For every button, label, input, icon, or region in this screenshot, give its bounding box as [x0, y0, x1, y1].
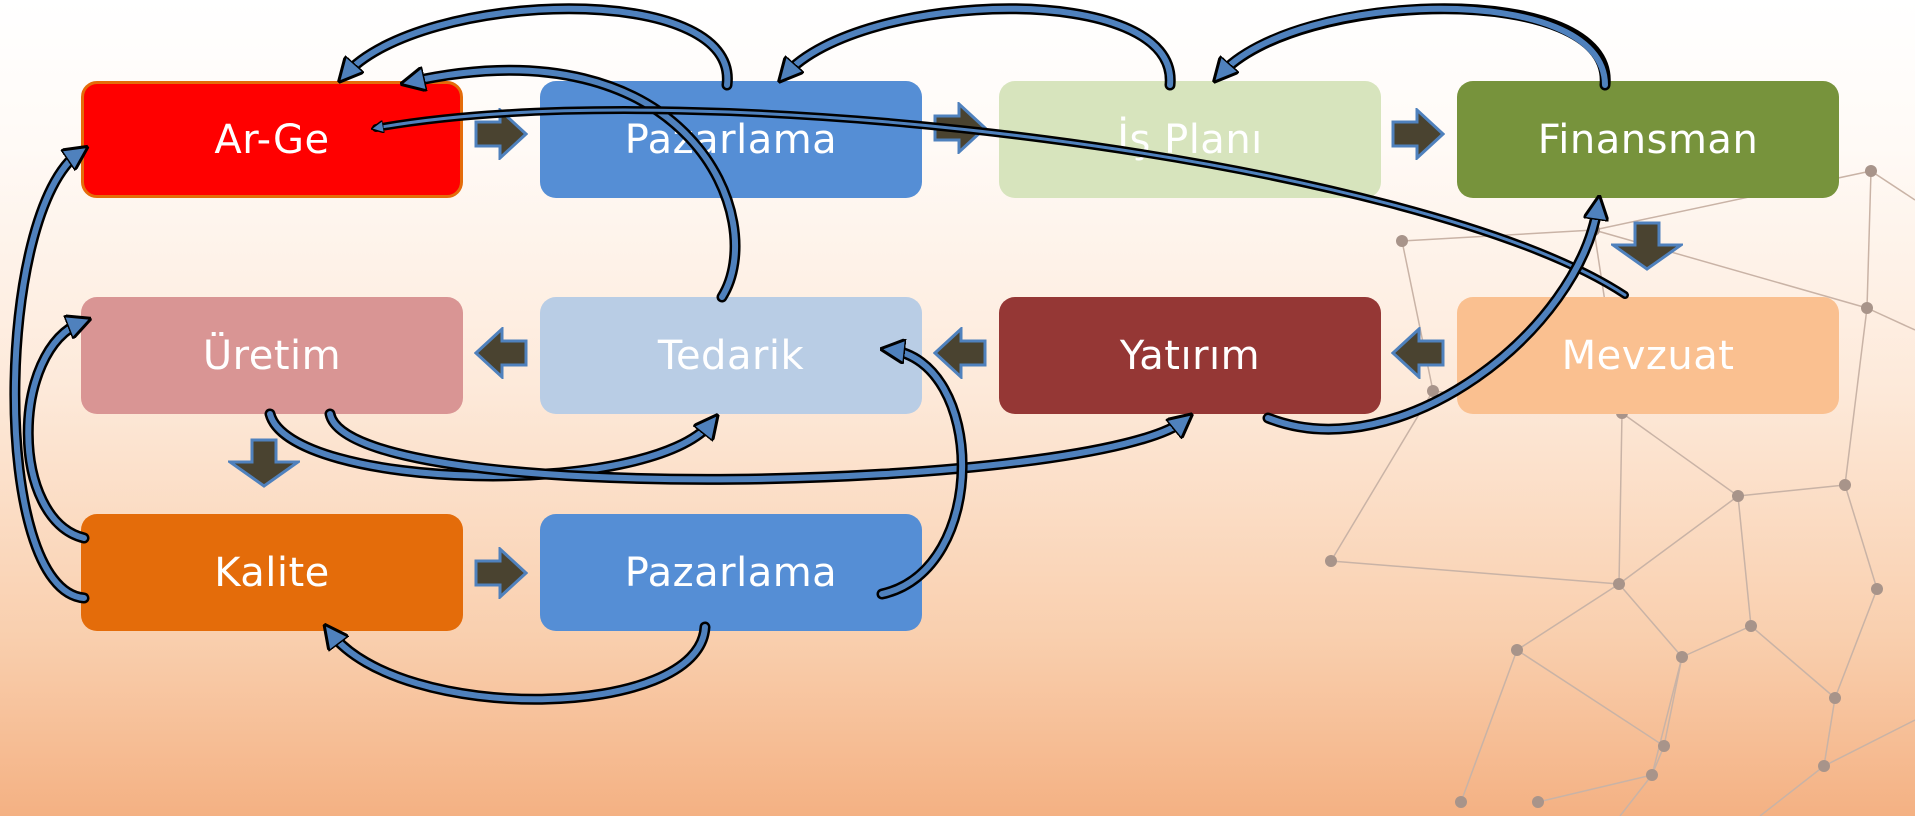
node-pazarlama-top-label: Pazarlama — [624, 116, 838, 163]
node-arge-label: Ar-Ge — [214, 116, 330, 163]
node-arge: Ar-Ge — [81, 81, 463, 198]
node-uretim-label: Üretim — [202, 332, 342, 379]
node-yatirim-label: Yatırım — [1119, 332, 1261, 379]
node-pazarlama-bottom-label: Pazarlama — [624, 549, 838, 596]
node-finansman-label: Finansman — [1537, 116, 1759, 163]
arrow-right-icon — [933, 102, 987, 154]
node-pazarlama-bottom: Pazarlama — [540, 514, 922, 631]
arrow-right-icon — [1391, 108, 1445, 160]
node-tedarik: Tedarik — [540, 297, 922, 414]
node-pazarlama-top: Pazarlama — [540, 81, 922, 198]
node-finansman: Finansman — [1457, 81, 1839, 198]
arrow-down-icon — [228, 438, 300, 488]
node-mevzuat: Mevzuat — [1457, 297, 1839, 414]
arrow-right-icon — [474, 547, 528, 599]
node-is-plani-label: İş Planı — [1117, 116, 1263, 163]
node-tedarik-label: Tedarik — [657, 332, 805, 379]
arrow-right-icon — [474, 108, 528, 160]
arrow-down-icon — [1611, 221, 1683, 271]
node-is-plani: İş Planı — [999, 81, 1381, 198]
node-mevzuat-label: Mevzuat — [1561, 332, 1735, 379]
node-yatirim: Yatırım — [999, 297, 1381, 414]
node-kalite: Kalite — [81, 514, 463, 631]
arrow-left-icon — [474, 327, 528, 379]
arrow-left-icon — [1391, 327, 1445, 379]
node-kalite-label: Kalite — [214, 549, 330, 596]
node-uretim: Üretim — [81, 297, 463, 414]
arrow-left-icon — [933, 327, 987, 379]
